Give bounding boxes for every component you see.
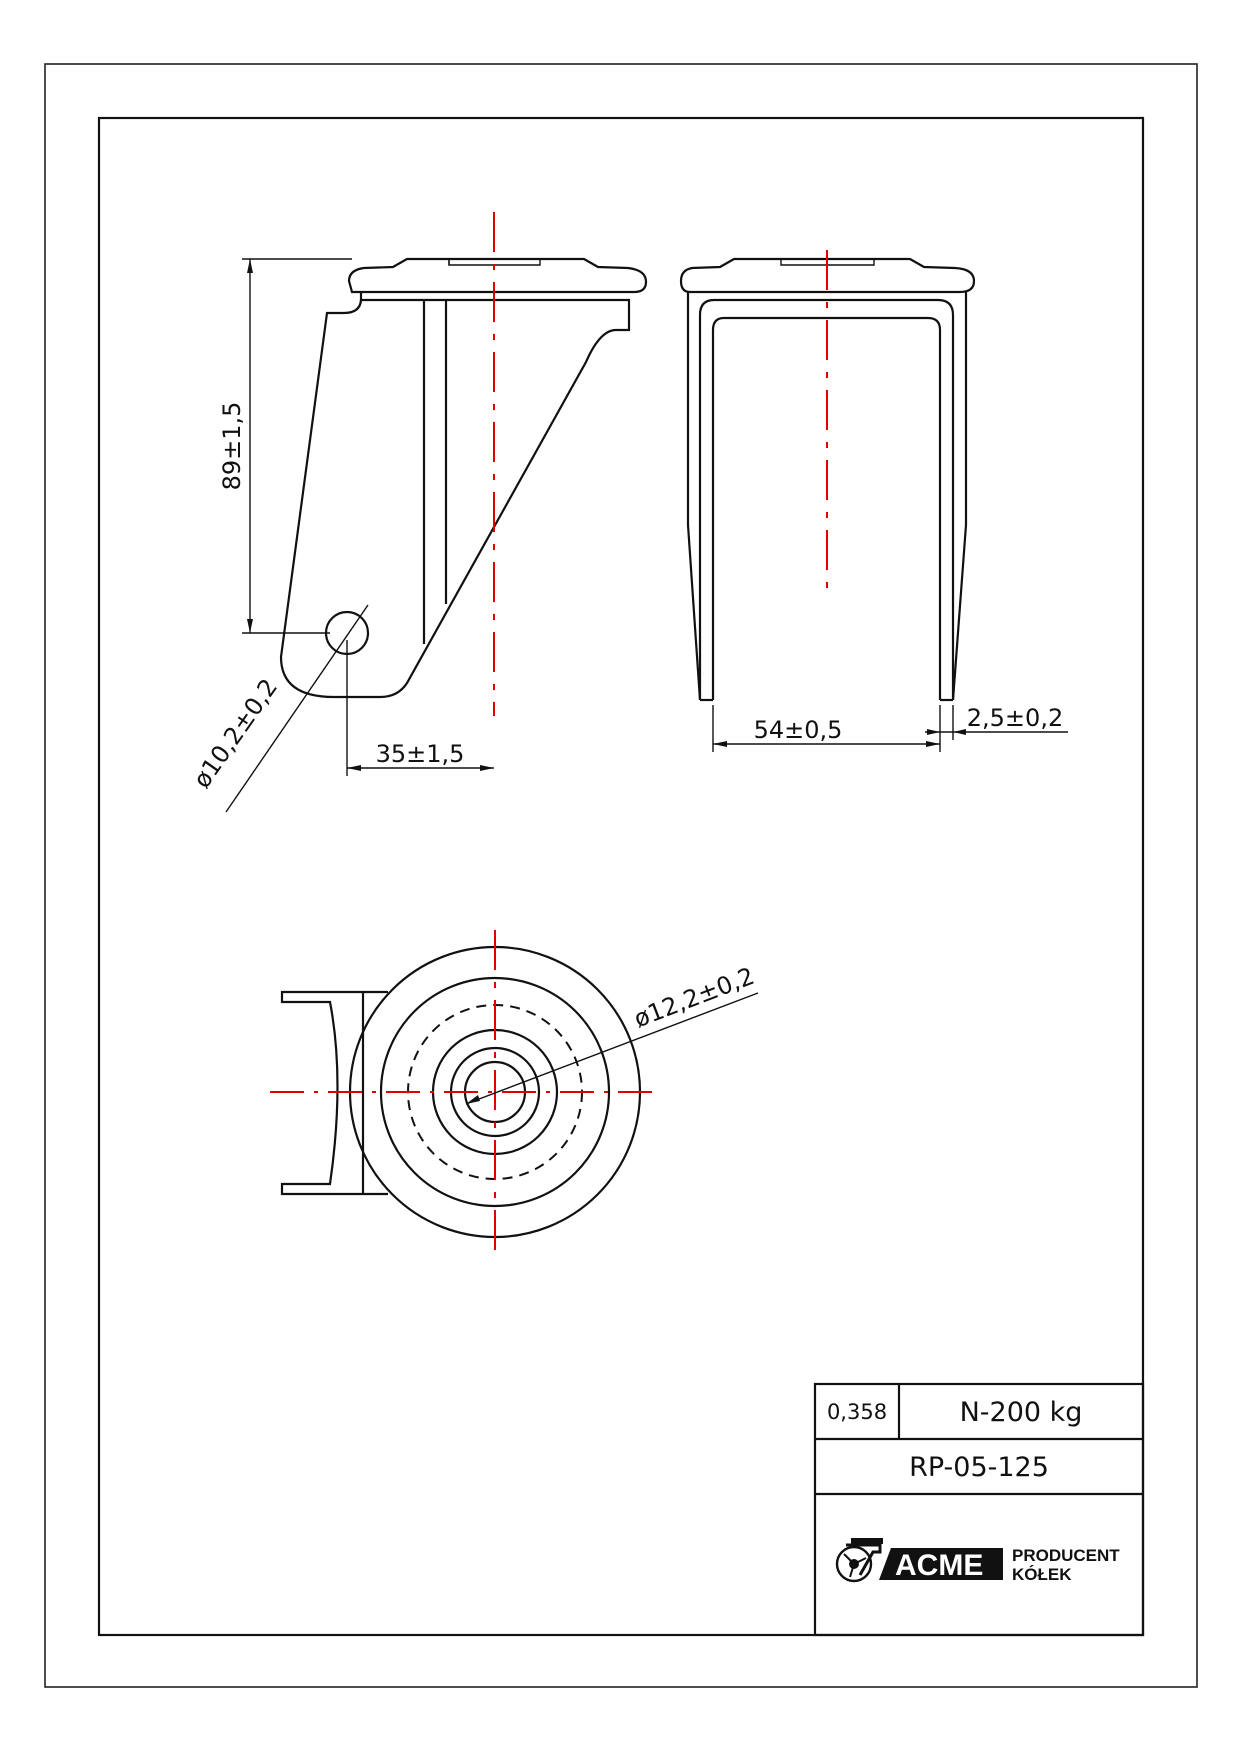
width-dim-label: 54±0,5 bbox=[754, 716, 843, 744]
hole-diameter-leader bbox=[225, 604, 369, 813]
wall-dim-label: 2,5±0,2 bbox=[967, 704, 1063, 732]
wall-arrow-left bbox=[927, 729, 940, 735]
height-dim-label: 89±1,5 bbox=[218, 402, 246, 491]
outer-border bbox=[44, 63, 1198, 1688]
top-plate-outline bbox=[280, 990, 388, 1196]
wall-arrow-right bbox=[953, 729, 966, 735]
side-plate-underside bbox=[359, 292, 631, 332]
front-bracket-wall bbox=[698, 298, 955, 700]
height-arrow-top bbox=[247, 259, 253, 273]
width-arrow-right bbox=[926, 741, 940, 747]
offset-dim-label: 35±1,5 bbox=[376, 740, 465, 768]
part-number: RP-05-125 bbox=[909, 1452, 1049, 1483]
front-view: 54±0,5 2,5±0,2 bbox=[679, 250, 1068, 752]
bore-diameter-label: ø12,2±0,2 bbox=[630, 962, 758, 1033]
brand-tagline-line1: PRODUCENT bbox=[1012, 1546, 1120, 1565]
front-top-plate bbox=[679, 257, 976, 294]
side-view: 89±1,5 ø10,2±0,2 35±1,5 bbox=[188, 212, 648, 813]
front-bracket-outer bbox=[686, 292, 968, 701]
title-block: 0,358 N-200 kg RP-05-125 ACME PRODUCENT … bbox=[813, 1382, 1145, 1637]
inner-border bbox=[97, 116, 1145, 1637]
bore-arrow bbox=[466, 1095, 480, 1104]
offset-arrow-left bbox=[347, 765, 361, 771]
height-arrow-bottom bbox=[247, 619, 253, 633]
acme-logo: ACME PRODUCENT KÓŁEK bbox=[835, 1538, 1120, 1584]
brand-tagline-line2: KÓŁEK bbox=[1012, 1565, 1072, 1584]
top-view: ø12,2±0,2 bbox=[270, 930, 759, 1262]
hole-diameter-label: ø10,2±0,2 bbox=[188, 674, 283, 794]
load-rating: N-200 kg bbox=[960, 1397, 1083, 1428]
bore-diameter-leader bbox=[465, 992, 759, 1105]
brand-badge bbox=[879, 1548, 1003, 1580]
side-bracket-body bbox=[279, 299, 617, 699]
brand-name: ACME bbox=[895, 1549, 983, 1582]
side-top-plate bbox=[347, 257, 648, 294]
title-block-frame bbox=[813, 1382, 1145, 1637]
width-arrow-left bbox=[713, 741, 727, 747]
offset-arrow-right bbox=[480, 765, 494, 771]
front-bracket-inner bbox=[711, 316, 942, 700]
caster-wheel-icon bbox=[835, 1538, 883, 1583]
top-ring-circle bbox=[379, 976, 611, 1208]
weight-value: 0,358 bbox=[827, 1400, 887, 1424]
